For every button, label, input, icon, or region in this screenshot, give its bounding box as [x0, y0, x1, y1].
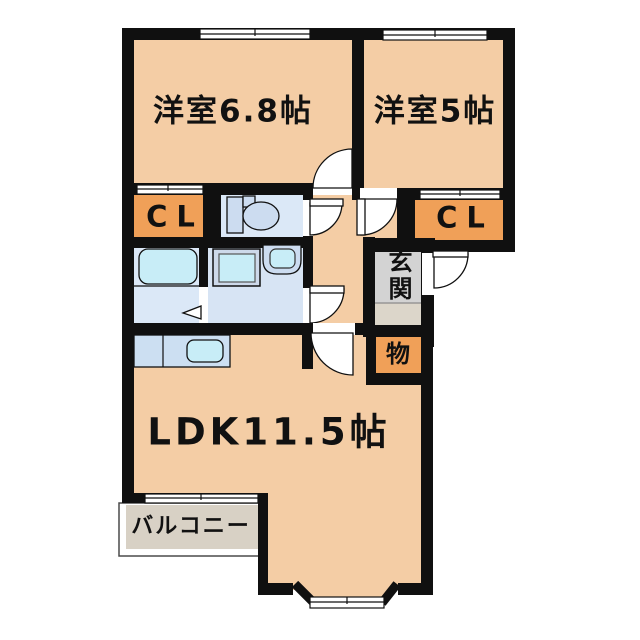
wall-ldk-bottom-right	[398, 583, 433, 595]
doors	[181, 148, 469, 376]
wall-storage-left	[366, 325, 376, 385]
washbasin-bowl	[269, 248, 296, 269]
wall-ldk-left-lower	[258, 493, 268, 595]
toilet-fixture	[226, 195, 280, 234]
balcony-floor	[126, 505, 262, 549]
toilet-door	[303, 198, 344, 236]
wall-entrance-bottom	[363, 325, 433, 337]
wall-entrance-left	[363, 237, 375, 330]
wall-hall-left	[303, 193, 313, 333]
bedroom1-label: 洋室6.8帖	[153, 93, 313, 130]
storage-floor	[374, 335, 422, 375]
wall-bedroom-divider	[352, 34, 364, 193]
wall-bath-divider	[199, 243, 208, 325]
wall-storage-bottom	[366, 373, 433, 385]
windows	[136, 28, 501, 609]
toilet-bowl	[242, 201, 280, 231]
balcony-label: バルコニー	[131, 514, 251, 539]
wall-left	[122, 28, 134, 503]
kitchen-sink	[186, 339, 224, 363]
wall-ldk-right	[421, 345, 433, 595]
kitchen-fixture	[133, 334, 231, 368]
wall-right-upper	[503, 28, 515, 252]
washroom-door	[303, 285, 345, 324]
entrance-label: 玄関	[384, 249, 412, 303]
ldk-door	[310, 323, 355, 376]
ldk-label: LDK11.5帖	[147, 410, 391, 454]
fixtures	[133, 195, 302, 368]
wall-kitchen-stub	[302, 332, 313, 369]
washing-machine	[218, 253, 256, 283]
entrance-hall-floor	[373, 246, 423, 303]
washing-machine-fixture	[212, 248, 261, 287]
closet-right-label: CL	[436, 200, 494, 235]
bay-window	[309, 596, 385, 609]
bathroom-door	[181, 287, 208, 323]
closet-left-label: CL	[146, 199, 204, 234]
bedroom2-door	[356, 188, 398, 236]
bedroom1-door	[312, 148, 353, 195]
bedroom2-floor	[358, 34, 509, 194]
closet-left-floor	[134, 190, 207, 238]
bathtub	[138, 248, 198, 285]
wall-closet-toilet	[203, 183, 221, 245]
bathroom-door-swing-marker	[181, 305, 202, 320]
wall-under-toilet-row	[122, 237, 313, 248]
entrance-door	[422, 250, 469, 295]
toilet-tank	[226, 196, 244, 234]
bedroom1-window	[199, 28, 311, 40]
balcony-sliding-window	[144, 493, 259, 504]
bathtub-fixture	[134, 248, 199, 287]
closet-right-floor	[412, 196, 507, 242]
bedroom2-window	[382, 29, 488, 41]
storage-label: 物	[386, 340, 410, 368]
wall-entrance-top	[363, 238, 435, 252]
balcony-area	[118, 502, 267, 557]
bedroom2-label: 洋室5帖	[373, 93, 497, 130]
closet-left-window	[136, 184, 204, 195]
washbasin-fixture	[262, 244, 302, 275]
entrance-step-floor	[373, 303, 423, 327]
wall-hall-closet-right	[397, 188, 415, 244]
closet-right-window	[419, 189, 501, 200]
wall-under-closet-right	[410, 240, 515, 252]
wall-ldk-bottom-left	[258, 583, 293, 595]
ldk-floor-lower	[262, 490, 426, 590]
bedroom1-floor	[128, 34, 358, 189]
room-fills	[128, 34, 509, 601]
